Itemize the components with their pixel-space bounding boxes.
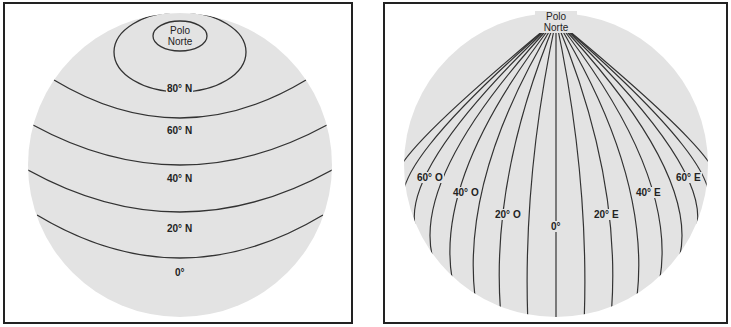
latitude-label: 60° N <box>166 125 193 136</box>
panel-frame <box>4 3 352 323</box>
latitude-label: 20° N <box>166 223 193 234</box>
longitude-label: 0° <box>550 221 562 232</box>
parallels <box>28 12 332 258</box>
pole-ellipse: Polo Norte <box>152 20 208 52</box>
longitude-label: 20° E <box>593 209 620 220</box>
longitude-label: 60° E <box>675 172 702 183</box>
latitude-label: 0° <box>174 267 186 278</box>
latitude-label: 80° N <box>166 83 193 94</box>
longitude-label: 20° O <box>494 209 522 220</box>
longitude-label: 40° O <box>452 187 480 198</box>
latitude-label: 40° N <box>166 173 193 184</box>
meridians <box>397 20 715 320</box>
longitude-label: 60° O <box>416 172 444 183</box>
pole-label: Polo Norte <box>160 25 200 47</box>
longitude-label: 40° E <box>635 187 662 198</box>
globe <box>28 13 332 317</box>
pole-label: Polo Norte <box>535 11 577 33</box>
panel-frame <box>384 3 727 323</box>
